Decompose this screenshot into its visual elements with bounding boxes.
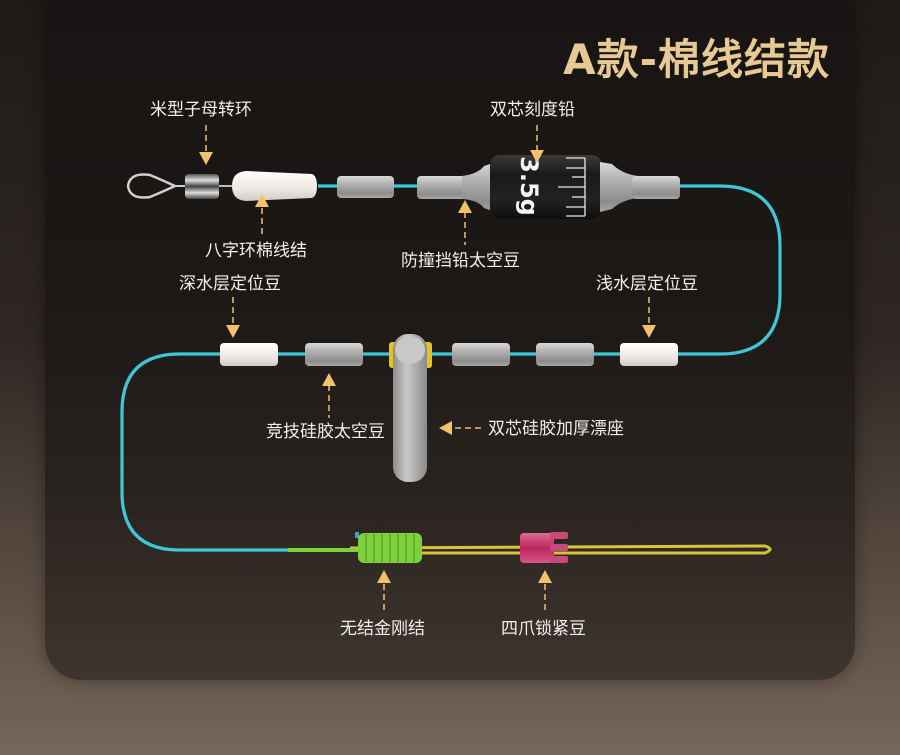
silicone-space-bead <box>536 343 594 366</box>
silicone-space-bead <box>452 343 510 366</box>
arrow-head-icon <box>530 150 544 163</box>
arrow-head-icon <box>199 152 213 165</box>
diagram-card <box>45 0 855 680</box>
space-bead <box>337 176 394 198</box>
label-anti-collision-bead: 防撞挡铅太空豆 <box>401 251 520 271</box>
main-line <box>120 184 782 552</box>
cotton-knot-bead <box>232 171 317 201</box>
sinker-right-tube <box>632 176 680 199</box>
arrow-head-icon <box>255 194 269 207</box>
arrow-head-icon <box>377 570 391 583</box>
four-claw-lock-bead <box>520 532 568 563</box>
label-float-seat: 双芯硅胶加厚漂座 <box>488 419 624 439</box>
arrow-head-icon <box>439 421 452 435</box>
float-seat <box>389 334 432 482</box>
arrow-head-icon <box>322 373 336 386</box>
label-knotless-knot: 无结金刚结 <box>340 619 425 639</box>
arrow-head-icon <box>538 570 552 583</box>
sinker-left-taper <box>462 162 496 212</box>
arrow-head-icon <box>226 325 240 338</box>
arrow-head-icon <box>458 200 472 213</box>
anti-collision-bead <box>417 176 467 199</box>
shallow-water-stopper <box>620 343 678 366</box>
scale-sinker: 3.5g <box>490 155 602 219</box>
knotless-knot <box>355 532 422 563</box>
swivel-icon <box>126 173 232 199</box>
label-shallow-stopper: 浅水层定位豆 <box>596 274 698 294</box>
arrow-head-icon <box>642 325 656 338</box>
page-title: A款-棉线结款 <box>563 35 830 84</box>
label-cotton-knot: 八字环棉线结 <box>205 241 307 261</box>
sinker-weight-text: 3.5g <box>515 156 543 216</box>
label-swivel: 米型子母转环 <box>150 100 252 120</box>
silicone-space-bead <box>305 343 363 366</box>
label-sinker: 双芯刻度铅 <box>490 100 575 120</box>
label-lock-bead: 四爪锁紧豆 <box>501 619 586 639</box>
sinker-right-taper <box>600 162 638 212</box>
label-deep-stopper: 深水层定位豆 <box>179 274 281 294</box>
deep-water-stopper <box>220 343 278 366</box>
label-silicone-bead: 竞技硅胶太空豆 <box>266 422 385 442</box>
